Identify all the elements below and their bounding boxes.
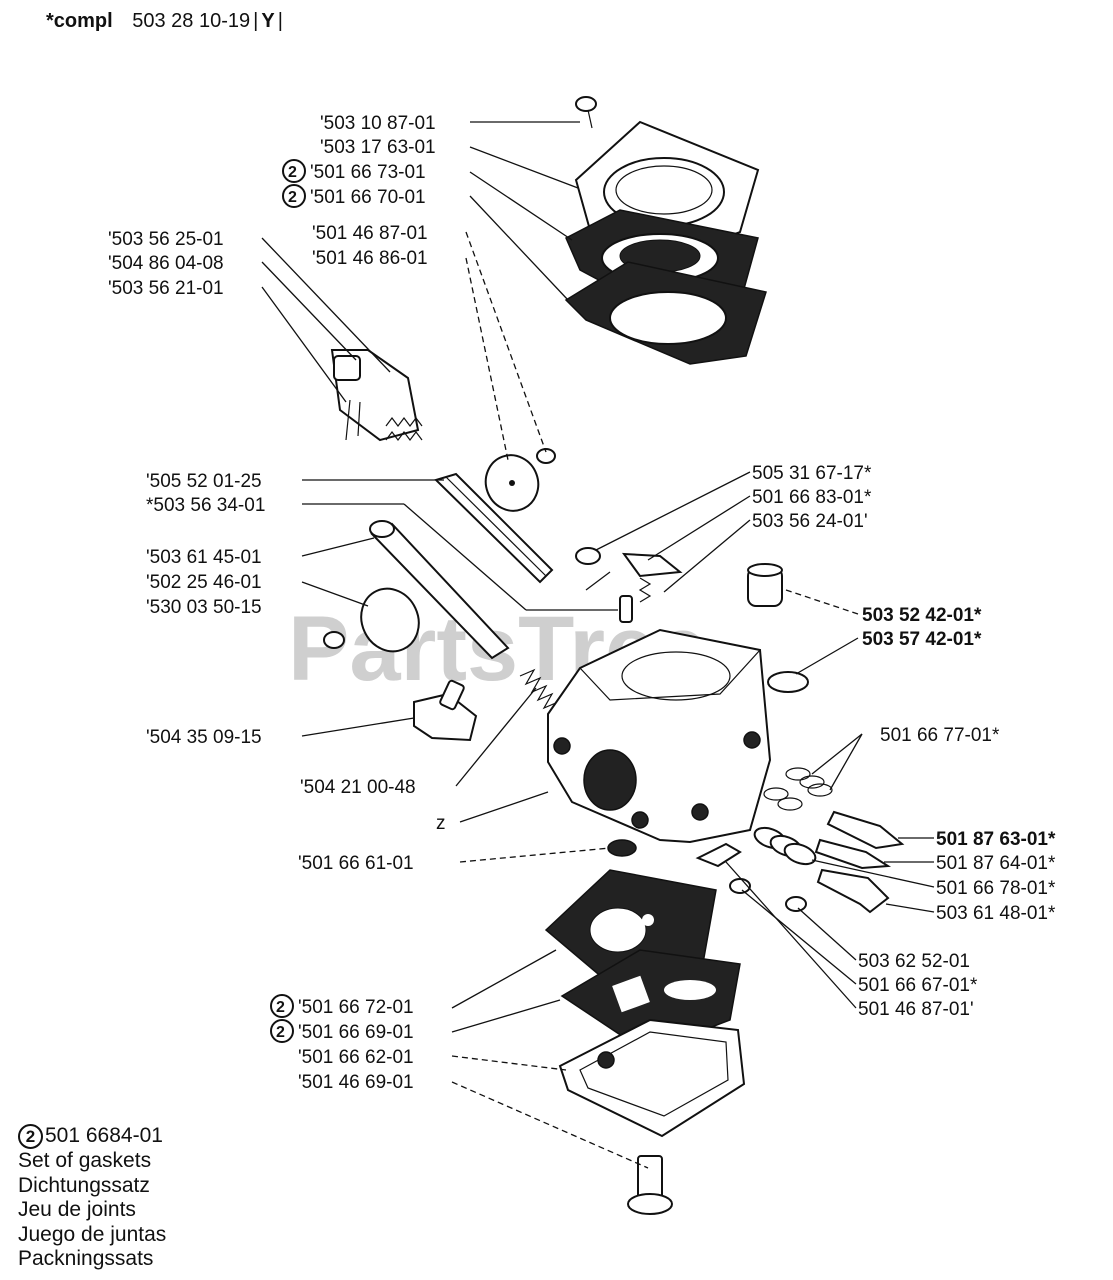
part-label: 501 87 63-01*: [936, 829, 1056, 850]
spring-part: [519, 668, 559, 710]
legend-line: Set of gaskets: [18, 1149, 152, 1172]
part-label: '530 03 50-15: [146, 597, 262, 618]
legend-line: Dichtungssatz: [18, 1173, 150, 1197]
svg-text:2: 2: [276, 1024, 285, 1041]
part-label: 503 56 24-01': [752, 511, 868, 532]
svg-text:2: 2: [288, 164, 297, 181]
gasket-set-marker: 2: [282, 184, 306, 208]
cover-screw-part: [575, 96, 597, 129]
part-label: 503 52 42-01*: [862, 605, 982, 626]
part-label: '501 46 87-01: [312, 223, 428, 244]
leader-lines: [261, 121, 935, 1169]
part-label: '501 46 69-01: [298, 1072, 414, 1093]
metering-cover-part: [558, 1018, 746, 1138]
part-label: '504 86 04-08: [108, 253, 224, 274]
part-label: z: [436, 813, 446, 834]
part-label: '503 61 45-01: [146, 547, 262, 568]
part-label: 503 57 42-01*: [862, 629, 982, 650]
part-label: '501 66 61-01: [298, 853, 414, 874]
part-label: 503 62 52-01: [858, 951, 970, 972]
lever-spring-part: [607, 839, 807, 912]
part-label: '503 17 63-01: [320, 137, 436, 158]
choke-valve-part: [323, 587, 420, 653]
part-label: '503 56 21-01: [108, 278, 224, 299]
legend-line: Jeu de joints: [18, 1198, 136, 1221]
gasket-set-marker: 2: [18, 1124, 43, 1149]
adjusting-needles-part: [814, 810, 905, 914]
part-label: 501 66 77-01*: [880, 725, 1000, 746]
part-label: '505 52 01-25: [146, 471, 262, 492]
welch-plug-part: [747, 563, 809, 693]
part-label: '501 66 69-01: [298, 1022, 414, 1043]
legend-line: Juego de juntas: [18, 1222, 167, 1246]
part-label: 505 31 67-17*: [752, 463, 872, 484]
part-labels-left: '503 10 87-01 '503 17 63-01 '501 66 73-0…: [108, 113, 446, 1093]
part-label: 501 66 67-01*: [858, 975, 978, 996]
part-label: 501 66 83-01*: [752, 487, 872, 508]
cover-screw-bottom-part: [627, 1155, 673, 1215]
part-label: '504 35 09-15: [146, 727, 262, 748]
gasket-set-marker: 2: [270, 994, 294, 1018]
part-label: 501 46 87-01': [858, 999, 974, 1020]
part-label: '502 25 46-01: [146, 572, 262, 593]
part-label: '501 66 62-01: [298, 1047, 414, 1068]
needle-valve-part: [575, 547, 683, 623]
circle-markers: 2 2 2 2: [270, 159, 306, 1043]
carburetor-body-part: [547, 628, 772, 844]
pump-gasket-part: [564, 261, 767, 365]
part-label: 501 87 64-01*: [936, 853, 1056, 874]
choke-shaft-part: [369, 520, 510, 660]
assembly-header: *compl 503 28 10-19|Y|: [46, 10, 283, 32]
part-label: '503 56 25-01: [108, 229, 224, 250]
legend-line: Packningssats: [18, 1247, 154, 1270]
part-label: '501 66 70-01: [310, 187, 426, 208]
throttle-valve-part: [484, 448, 556, 512]
part-label: '501 66 72-01: [298, 997, 414, 1018]
o-rings-part: [753, 767, 833, 866]
gasket-set-marker: 2: [270, 1019, 294, 1043]
throttle-shaft-part: [434, 472, 554, 584]
compl-label: *compl: [46, 10, 113, 32]
part-label: '503 10 87-01: [320, 113, 436, 134]
svg-text:2: 2: [276, 999, 285, 1016]
part-label: '504 21 00-48: [300, 777, 416, 798]
legend-number: 501 6684-01: [45, 1124, 163, 1148]
part-label: 501 66 78-01*: [936, 878, 1056, 899]
part-labels-right: 505 31 67-17* 501 66 83-01* 503 56 24-01…: [752, 463, 1056, 1020]
part-label: '501 66 73-01: [310, 162, 426, 183]
part-label: *503 56 34-01: [146, 495, 265, 516]
compl-number: 503 28 10-19: [132, 10, 251, 32]
variant-code: Y: [261, 10, 275, 32]
throttle-lever-part: [330, 349, 423, 442]
part-label: '501 46 86-01: [312, 248, 428, 269]
gasket-set-marker: 2: [282, 159, 306, 183]
svg-text:2: 2: [288, 189, 297, 206]
part-label: 503 61 48-01*: [936, 903, 1056, 924]
fuel-inlet-part: [413, 679, 478, 742]
